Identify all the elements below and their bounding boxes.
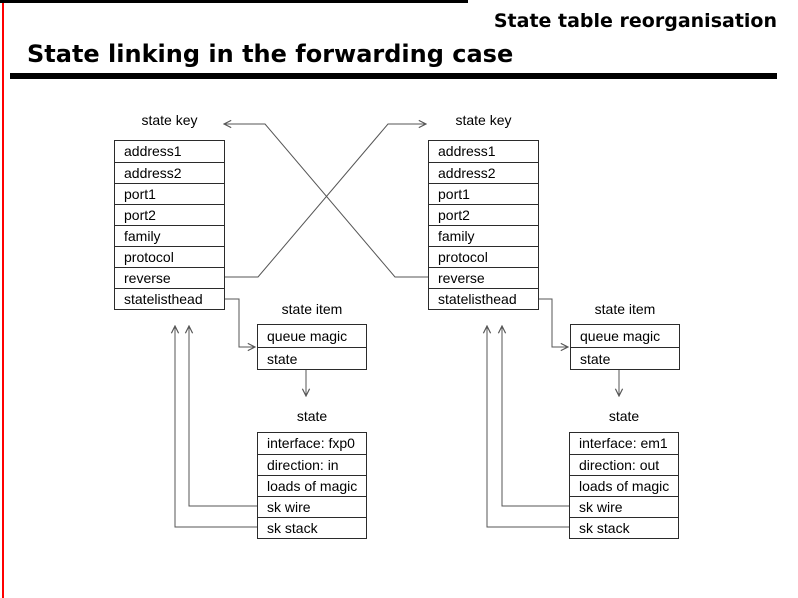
table-row: port2 <box>115 204 224 225</box>
table-row: interface: em1 <box>579 435 668 451</box>
table-row: state <box>258 347 366 369</box>
connector-left-statelisthead-to-item <box>225 298 255 347</box>
left-red-border <box>2 0 4 598</box>
left-state-item-table: queue magic state <box>257 324 367 370</box>
title-underline <box>10 73 777 79</box>
table-row: statelisthead <box>429 288 538 309</box>
table-row: port1 <box>115 183 224 204</box>
table-row: port2 <box>429 204 538 225</box>
table-row: address1 <box>438 143 496 159</box>
table-row: sk wire <box>570 496 678 517</box>
right-state-item-label: state item <box>594 301 656 317</box>
table-row: queue magic <box>580 328 661 344</box>
table-row: sk stack <box>570 517 678 538</box>
right-state-label: state <box>608 408 640 424</box>
slide-deck-title: State table reorganisation <box>493 10 777 32</box>
left-state-label: state <box>296 408 328 424</box>
left-state-key-table: address1 address2 port1 port2 family pro… <box>114 140 225 310</box>
left-state-item-label: state item <box>281 301 343 317</box>
table-row: direction: in <box>258 454 366 475</box>
table-row: loads of magic <box>570 475 678 496</box>
right-state-key-label: state key <box>455 112 512 128</box>
left-state-table: interface: fxp0 direction: in loads of m… <box>257 432 367 539</box>
top-rule <box>0 0 468 3</box>
right-state-item-table: queue magic state <box>570 324 680 370</box>
table-row: statelisthead <box>115 288 224 309</box>
connector-right-skwire-up <box>502 326 569 507</box>
table-row: interface: fxp0 <box>267 435 355 451</box>
connector-right-skstack-up <box>487 326 569 528</box>
table-row: reverse <box>115 267 224 288</box>
page-title: State linking in the forwarding case <box>27 40 514 68</box>
table-row: sk stack <box>258 517 366 538</box>
table-row: loads of magic <box>258 475 366 496</box>
table-row: direction: out <box>570 454 678 475</box>
table-row: address1 <box>124 143 182 159</box>
connector-right-reverse-to-left-key <box>224 124 428 278</box>
table-row: family <box>429 225 538 246</box>
table-row: protocol <box>115 246 224 267</box>
table-row: address2 <box>429 162 538 183</box>
table-row: family <box>115 225 224 246</box>
right-state-table: interface: em1 direction: out loads of m… <box>569 432 679 539</box>
table-row: reverse <box>429 267 538 288</box>
table-row: port1 <box>429 183 538 204</box>
table-row: address2 <box>115 162 224 183</box>
connector-left-skwire-up <box>189 326 257 507</box>
connector-left-skstack-up <box>175 326 257 528</box>
table-row: sk wire <box>258 496 366 517</box>
left-state-key-label: state key <box>141 112 198 128</box>
table-row: state <box>571 347 679 369</box>
connector-right-statelisthead-to-item <box>538 298 568 347</box>
table-row: protocol <box>429 246 538 267</box>
right-state-key-table: address1 address2 port1 port2 family pro… <box>428 140 539 310</box>
table-row: queue magic <box>267 328 348 344</box>
connector-left-reverse-to-right-key <box>225 124 426 278</box>
